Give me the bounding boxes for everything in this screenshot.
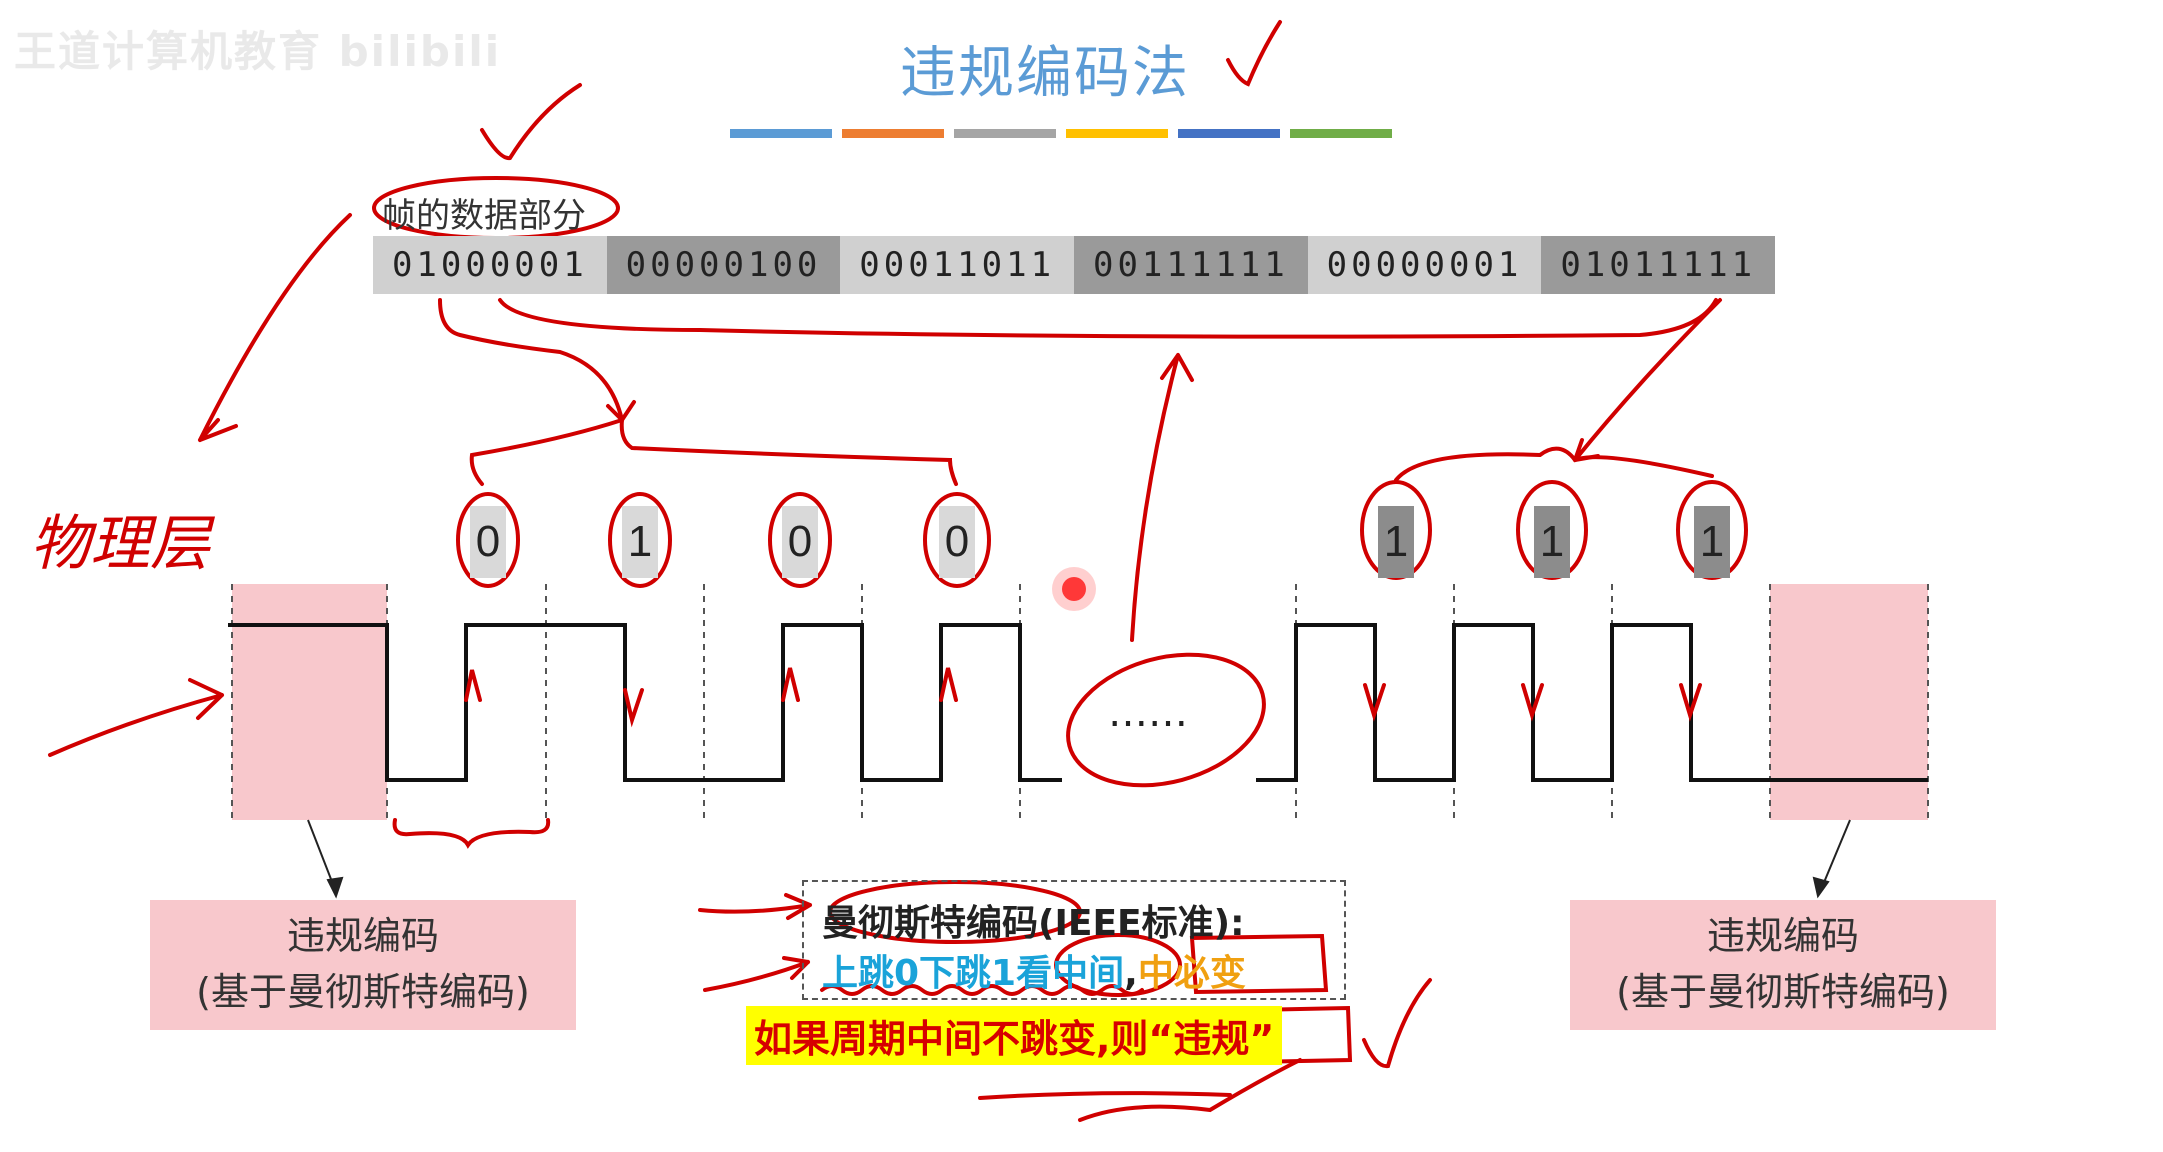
bit-label: 1 <box>1694 506 1730 578</box>
manchester-rule-c: 中必变 <box>1137 953 1246 994</box>
manchester-title: 曼彻斯特编码(IEEE标准): <box>822 903 1245 944</box>
color-bar-segment <box>730 129 832 138</box>
color-bar-segment <box>1066 129 1168 138</box>
violation-left-line1: 违规编码 <box>286 914 439 958</box>
manchester-rule-box: 曼彻斯特编码(IEEE标准): 上跳0下跳1看中间,中必变 <box>802 880 1346 1000</box>
red-annotations <box>48 20 1748 1122</box>
manchester-rule-a: 上跳0下跳1看 <box>822 953 1053 994</box>
bit-label: 1 <box>1534 506 1570 578</box>
page-title: 违规编码法 <box>900 41 1190 106</box>
manchester-rule: 上跳0下跳1看中间,中必变 <box>822 944 1246 996</box>
bit-label: 1 <box>622 506 658 578</box>
ellipsis-label: …… <box>1108 690 1188 736</box>
signal-waveform-right <box>1256 623 1928 782</box>
bit-label: 0 <box>939 506 975 578</box>
violation-region-left <box>232 584 387 820</box>
violation-arrows <box>307 819 1851 899</box>
manchester-rule-sep: , <box>1124 953 1138 994</box>
violation-right-line1: 违规编码 <box>1706 914 1859 958</box>
violation-right-line2: (基于曼彻斯特编码) <box>1616 970 1950 1014</box>
frame-byte: 00000100 <box>606 236 841 294</box>
color-bar-segment <box>1178 129 1280 138</box>
color-bar-segment <box>1290 129 1392 138</box>
laser-pointer-glow <box>1052 567 1096 611</box>
color-bar-segment <box>954 129 1056 138</box>
violation-warning: 如果周期中间不跳变,则“违规” <box>746 1006 1283 1065</box>
frame-byte: 00111111 <box>1074 236 1308 294</box>
frame-data-label: 帧的数据部分 <box>382 196 586 236</box>
bit-label: 0 <box>470 506 506 578</box>
violation-region-right <box>1770 584 1928 820</box>
violation-label-right: 违规编码 (基于曼彻斯特编码) <box>1570 900 1996 1030</box>
watermark: 王道计算机教育 bilibili <box>14 27 502 76</box>
title-color-bar <box>730 129 1392 138</box>
violation-label-left: 违规编码 (基于曼彻斯特编码) <box>150 900 576 1030</box>
manchester-rule-b: 中间 <box>1052 953 1125 994</box>
frame-byte: 00011011 <box>840 236 1075 294</box>
frame-byte: 00000001 <box>1307 236 1542 294</box>
bit-label: 0 <box>782 506 818 578</box>
frame-byte: 01011111 <box>1541 236 1776 294</box>
frame-byte: 01000001 <box>373 236 607 294</box>
violation-left-line2: (基于曼彻斯特编码) <box>196 970 530 1014</box>
bit-label: 1 <box>1378 506 1414 578</box>
color-bar-segment <box>842 129 944 138</box>
laser-pointer-dot <box>1062 577 1086 601</box>
physical-layer-handwritten: 物理层 <box>30 509 210 579</box>
signal-waveform-left <box>228 623 1062 782</box>
